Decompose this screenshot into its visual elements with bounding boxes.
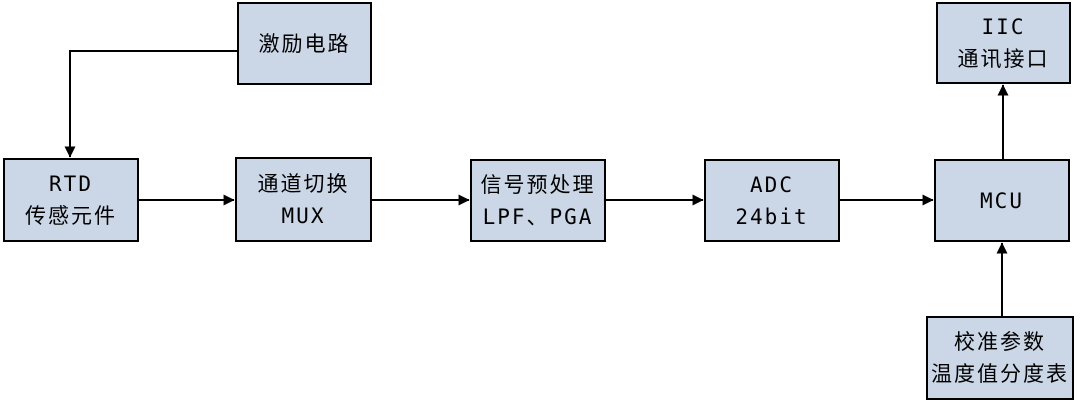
node-adc: ADC 24bit — [704, 159, 840, 242]
arrow-excitation-to-rtd — [64, 50, 237, 158]
node-channel-mux: 通道切换 MUX — [235, 157, 372, 242]
node-rtd-sensor-label-line2: 传感元件 — [25, 204, 117, 228]
node-iic-interface-label-line2: 通讯接口 — [957, 47, 1050, 71]
node-channel-mux-label-line1: 通道切换 — [257, 171, 350, 196]
node-calibration-table: 校准参数 温度值分度表 — [926, 316, 1074, 400]
node-excitation-circuit-label: 激励电路 — [258, 31, 351, 56]
node-excitation-circuit: 激励电路 — [237, 2, 372, 85]
node-mcu: MCU — [934, 159, 1070, 242]
node-channel-mux-label-line2: MUX — [281, 203, 326, 228]
node-adc-label-line1: ADC — [750, 172, 794, 197]
node-iic-interface: IIC 通讯接口 — [936, 2, 1071, 84]
node-adc-label-line2: 24bit — [735, 204, 809, 229]
node-iic-interface-label-line1: IIC — [981, 15, 1026, 39]
node-mcu-label: MCU — [980, 188, 1024, 213]
node-signal-preprocess-label-line1: 信号预处理 — [480, 172, 596, 197]
node-signal-preprocess-label-line2: LPF、PGA — [482, 204, 594, 229]
node-calibration-table-label-line2: 温度值分度表 — [931, 362, 1069, 386]
node-signal-preprocess: 信号预处理 LPF、PGA — [470, 159, 606, 242]
node-rtd-sensor-label-line1: RTD — [49, 172, 93, 196]
node-calibration-table-label-line1: 校准参数 — [954, 330, 1046, 354]
node-rtd-sensor: RTD 传感元件 — [3, 158, 139, 242]
